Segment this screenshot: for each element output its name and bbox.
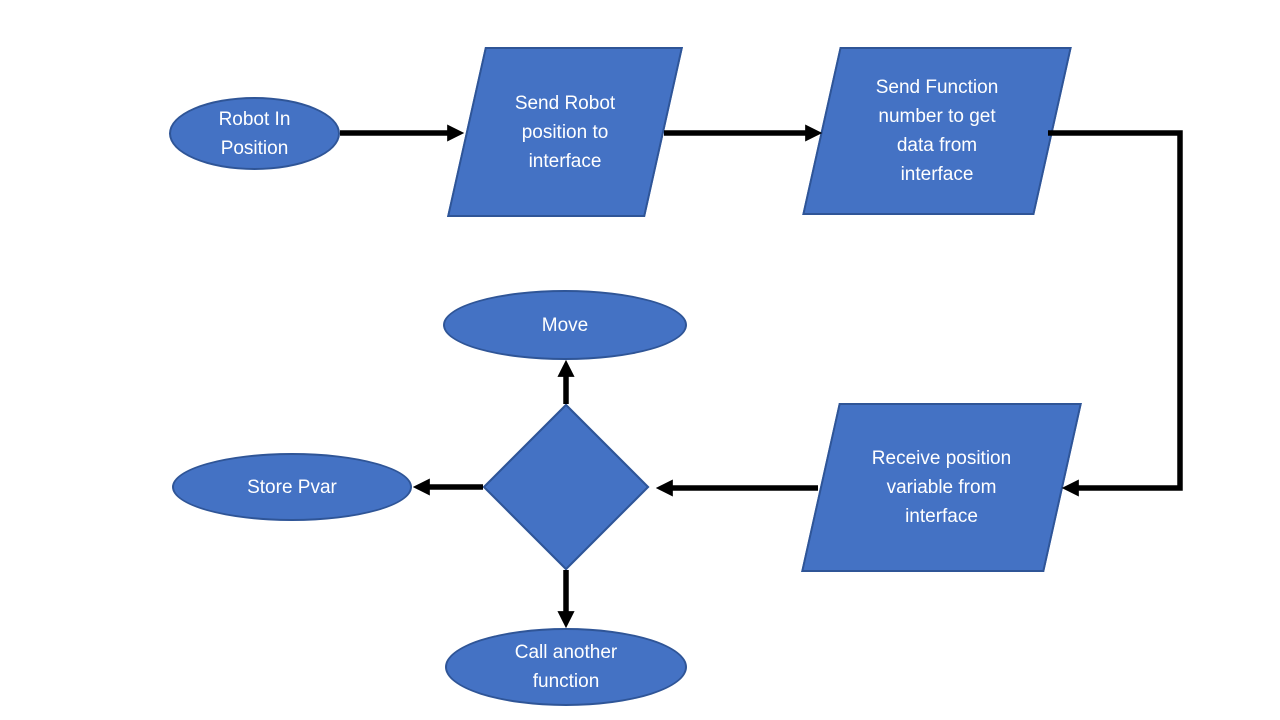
node-robot-in-position: Robot In Position — [169, 97, 340, 170]
node-robot-in-position-label: Robot In Position — [218, 108, 291, 159]
node-call-another-function: Call another function — [445, 628, 687, 706]
node-call-another-function-label: Call another function — [514, 642, 618, 692]
node-send-function-number-label: Send Function number to get data from in… — [875, 77, 999, 185]
node-decision-diamond — [482, 403, 650, 571]
node-send-robot-position: Send Robot position to interface — [447, 47, 683, 217]
node-receive-position-variable-label: Receive position variable from interface — [871, 448, 1012, 527]
node-store-pvar: Store Pvar — [172, 453, 412, 521]
node-move-label: Move — [541, 314, 589, 336]
node-move: Move — [443, 290, 687, 360]
diamond-shape — [482, 403, 650, 571]
node-store-pvar-label: Store Pvar — [247, 476, 337, 498]
node-send-robot-position-label: Send Robot position to interface — [514, 92, 616, 172]
node-send-function-number: Send Function number to get data from in… — [802, 47, 1072, 215]
node-receive-position-variable: Receive position variable from interface — [801, 403, 1082, 572]
